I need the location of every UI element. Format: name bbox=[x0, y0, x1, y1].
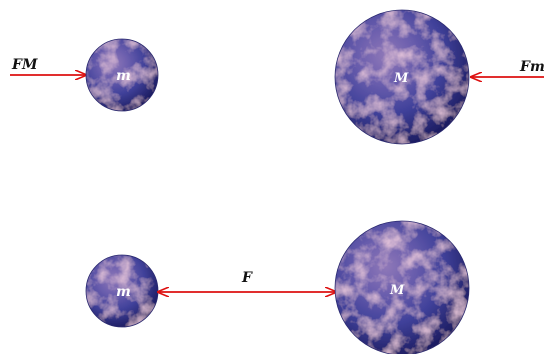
large-sphere-top: M bbox=[334, 9, 470, 145]
bottom-row: m F M bbox=[85, 220, 470, 354]
small-sphere-top: m bbox=[85, 38, 159, 112]
large-sphere-bottom: M bbox=[334, 220, 470, 354]
mass-label-large-bottom: M bbox=[389, 283, 405, 298]
force-label-bottom: F bbox=[241, 270, 253, 286]
mass-label-large-top: M bbox=[393, 71, 409, 86]
mass-label-small-top: m bbox=[116, 68, 131, 84]
mass-label-small-bottom: m bbox=[116, 284, 131, 300]
small-sphere-bottom: m bbox=[85, 254, 159, 328]
force-label-top-right: Fm bbox=[519, 59, 544, 75]
top-row: FM m M Fm bbox=[10, 9, 544, 145]
force-label-top-left: FM bbox=[11, 57, 38, 73]
